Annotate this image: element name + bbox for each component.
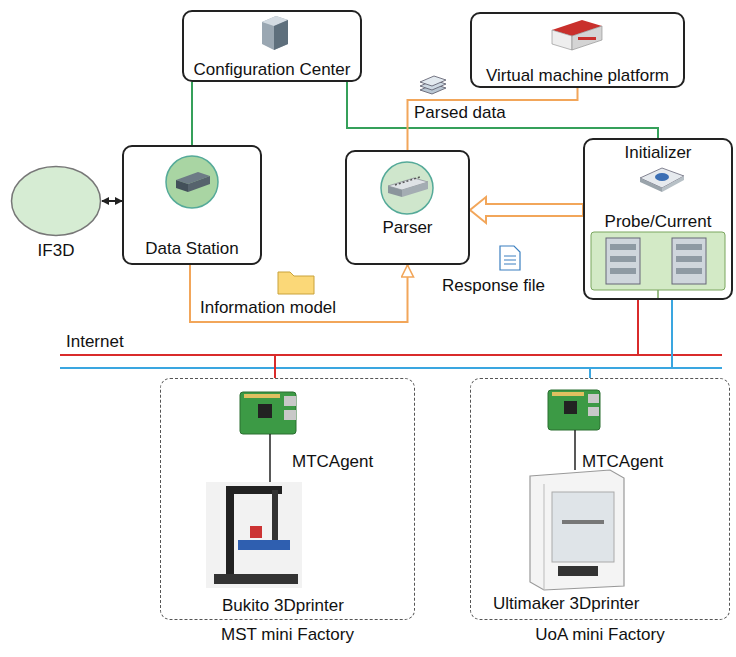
- document-icon: [500, 246, 520, 270]
- ellipse-outline: [10, 165, 102, 237]
- raspberry-pi: [548, 390, 600, 430]
- node-label: UoA mini Factory: [535, 625, 664, 645]
- connector: [347, 82, 658, 138]
- switch-icon: [381, 162, 433, 214]
- station-box: Data Station: [122, 145, 262, 265]
- node-label: Configuration Center: [194, 60, 351, 80]
- factory-region: MST mini Factory: [160, 378, 415, 620]
- edge-label: Information model: [198, 298, 338, 318]
- network-wires: [60, 300, 722, 378]
- node-label: Probe/Current: [605, 212, 712, 232]
- initializer-icon: [640, 168, 684, 192]
- station-icon: [166, 156, 218, 208]
- server-rack-icon: [591, 232, 725, 300]
- node-label: Data Station: [145, 239, 239, 259]
- edge-label: Parsed data: [412, 103, 508, 123]
- ellipse-shape: [12, 167, 101, 236]
- node-label: Parser: [382, 218, 432, 238]
- node-label: IF3D: [38, 241, 75, 261]
- initializer-box: InitializerProbe/Current: [583, 138, 733, 300]
- platform-icon: [552, 20, 602, 50]
- factory-region: UoA mini Factory: [470, 378, 730, 620]
- connector: [408, 88, 578, 150]
- stack-icon: [420, 76, 446, 94]
- annotation-label: MTCAgent: [582, 452, 663, 472]
- database-ellipse: IF3D: [10, 165, 102, 237]
- connector: [102, 200, 122, 202]
- bukito-printer: [206, 482, 302, 588]
- edge-label: Response file: [440, 276, 547, 296]
- annotation-label: MTCAgent: [292, 452, 373, 472]
- connector: [191, 82, 193, 145]
- device-wire: [574, 430, 576, 470]
- connector: [470, 197, 583, 223]
- raspberry-pi: [240, 392, 296, 434]
- node-label: Initializer: [624, 143, 691, 163]
- config-box: Configuration Center: [182, 10, 362, 82]
- annotation-label: Bukito 3Dprinter: [222, 596, 344, 616]
- platform-box: Virtual machine platform: [470, 12, 685, 88]
- connector: [190, 265, 408, 322]
- node-label: MST mini Factory: [221, 625, 354, 645]
- annotation-label: Internet: [66, 332, 124, 352]
- device-wire: [269, 434, 271, 482]
- node-label: Virtual machine platform: [486, 66, 669, 86]
- server-icon: [262, 16, 288, 50]
- ultimaker-printer: [530, 470, 624, 590]
- annotation-label: Ultimaker 3Dprinter: [493, 594, 639, 614]
- parser-box: Parser: [345, 150, 470, 265]
- folder-icon: [278, 272, 314, 294]
